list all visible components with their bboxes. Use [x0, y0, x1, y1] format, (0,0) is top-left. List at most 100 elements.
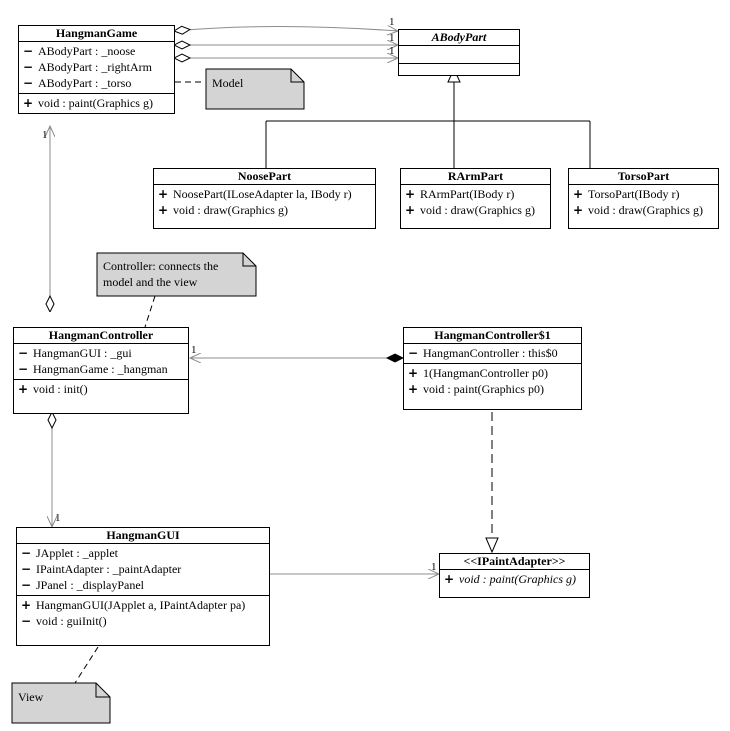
- public-icon: +: [444, 572, 455, 586]
- public-icon: +: [405, 187, 416, 201]
- method-text: void : paint(Graphics g): [459, 572, 576, 586]
- attributes-section: −HangmanGUI : _gui −HangmanGame : _hangm…: [14, 344, 188, 380]
- method-text: void : guiInit(): [36, 614, 107, 628]
- method-row: +NoosePart(ILoseAdapter la, IBody r): [154, 186, 375, 202]
- attribute-row: −HangmanController : this$0: [404, 345, 581, 361]
- multiplicity-game-noose: 1: [389, 16, 395, 28]
- attribute-text: HangmanController : this$0: [423, 346, 558, 360]
- attribute-text: IPaintAdapter : _paintAdapter: [36, 562, 182, 576]
- method-row: −void : guiInit(): [17, 613, 269, 629]
- public-icon: +: [573, 203, 584, 217]
- class-name: HangmanController: [14, 328, 188, 344]
- public-icon: +: [21, 598, 32, 612]
- interface-ipaint-adapter[interactable]: <<IPaintAdapter>> + void : paint(Graphics…: [439, 553, 590, 598]
- interface-name: <<IPaintAdapter>>: [440, 554, 589, 570]
- private-icon: −: [408, 346, 419, 360]
- method-text: TorsoPart(IBody r): [588, 187, 680, 201]
- attribute-text: HangmanGame : _hangman: [33, 362, 168, 376]
- method-row: +void : draw(Graphics g): [569, 202, 718, 218]
- methods-section: +RArmPart(IBody r) +void : draw(Graphics…: [401, 185, 550, 228]
- controller-note-line-2: model and the view: [103, 275, 198, 289]
- class-abody-part[interactable]: ABodyPart: [398, 29, 520, 76]
- attribute-row: −JApplet : _applet: [17, 545, 269, 561]
- method-row: + TorsoPart(IBody r): [569, 186, 718, 202]
- realization-controller1-to-adapter: [485, 412, 499, 554]
- attribute-row: −HangmanGUI : _gui: [14, 345, 188, 361]
- attributes-section: −JApplet : _applet −IPaintAdapter : _pai…: [17, 544, 269, 596]
- class-torso-part[interactable]: TorsoPart + TorsoPart(IBody r) +void : dr…: [568, 168, 719, 229]
- controller-note-shape: [96, 252, 257, 297]
- method-row: + void : init(): [14, 381, 188, 397]
- controller-note-link: [144, 295, 156, 328]
- private-icon: −: [23, 76, 34, 90]
- method-text: void : draw(Graphics g): [420, 203, 535, 217]
- public-icon: +: [573, 187, 584, 201]
- attributes-section: [399, 46, 519, 64]
- method-row: +RArmPart(IBody r): [401, 186, 550, 202]
- method-text: 1(HangmanController p0): [423, 366, 548, 380]
- class-name: HangmanController$1: [404, 328, 581, 344]
- class-name: NoosePart: [154, 169, 375, 185]
- private-icon: −: [18, 346, 29, 360]
- private-icon: −: [23, 44, 34, 58]
- methods-section: + TorsoPart(IBody r) +void : draw(Graphic…: [569, 185, 718, 228]
- association-game-to-bodypart: [174, 27, 398, 59]
- class-hangman-controller[interactable]: HangmanController −HangmanGUI : _gui −Ha…: [13, 327, 189, 414]
- private-icon: −: [23, 60, 34, 74]
- controller-note-line-1: Controller: connects the: [103, 259, 219, 273]
- private-icon: −: [21, 578, 32, 592]
- controller-note: Controller: connects the model and the v…: [97, 255, 247, 293]
- class-hangman-gui[interactable]: HangmanGUI −JApplet : _applet −IPaintAda…: [16, 527, 270, 646]
- model-note: Model: [206, 72, 292, 94]
- public-icon: +: [158, 187, 169, 201]
- generalization-tree: [265, 67, 591, 168]
- private-icon: −: [21, 614, 32, 628]
- methods-section: +1(HangmanController p0) +void : paint(G…: [404, 364, 581, 409]
- method-text: void : init(): [33, 382, 88, 396]
- attribute-row: −ABodyPart : _torso: [19, 75, 174, 91]
- private-icon: −: [18, 362, 29, 376]
- multiplicity-gui-adapter: 1: [431, 561, 437, 573]
- model-note-shape: [205, 68, 305, 110]
- method-text: void : paint(Graphics g): [38, 96, 153, 110]
- class-name: ABodyPart: [399, 30, 519, 46]
- private-icon: −: [21, 546, 32, 560]
- methods-section: +void : paint(Graphics g): [19, 94, 174, 113]
- multiplicity-game-rightarm: 1: [389, 32, 395, 44]
- view-note-fold: [95, 683, 110, 698]
- multiplicity-controller1-controller: 1: [191, 344, 197, 356]
- class-name: HangmanGame: [19, 26, 174, 42]
- attribute-text: ABodyPart : _rightArm: [38, 60, 152, 74]
- attribute-row: −ABodyPart : _noose: [19, 43, 174, 59]
- methods-section: + HangmanGUI(JApplet a, IPaintAdapter pa)…: [17, 596, 269, 645]
- class-hangman-game[interactable]: HangmanGame −ABodyPart : _noose −ABodyPa…: [18, 25, 175, 114]
- class-name: TorsoPart: [569, 169, 718, 185]
- method-row: +void : draw(Graphics g): [401, 202, 550, 218]
- public-icon: +: [18, 382, 29, 396]
- class-hangman-controller-1[interactable]: HangmanController$1 −HangmanController :…: [403, 327, 582, 410]
- class-name: RArmPart: [401, 169, 550, 185]
- public-icon: +: [408, 366, 419, 380]
- model-note-text: Model: [212, 76, 244, 90]
- methods-section: + void : init(): [14, 380, 188, 413]
- view-note-shape: [11, 682, 111, 724]
- multiplicity-game-torso: 1: [389, 45, 395, 57]
- model-note-fold: [290, 69, 304, 83]
- method-row: +1(HangmanController p0): [404, 365, 581, 381]
- method-row: +void : paint(Graphics g): [19, 95, 174, 111]
- attribute-row: −JPanel : _displayPanel: [17, 577, 269, 593]
- method-row: +void : draw(Graphics g): [154, 202, 375, 218]
- method-row: + void : paint(Graphics g): [440, 571, 589, 587]
- method-text: HangmanGUI(JApplet a, IPaintAdapter pa): [36, 598, 246, 612]
- method-row: + HangmanGUI(JApplet a, IPaintAdapter pa): [17, 597, 269, 613]
- attribute-text: ABodyPart : _noose: [38, 44, 136, 58]
- public-icon: +: [158, 203, 169, 217]
- class-rarm-part[interactable]: RArmPart +RArmPart(IBody r) +void : draw…: [400, 168, 551, 229]
- multiplicity-controller-game: 1: [42, 129, 48, 141]
- class-noose-part[interactable]: NoosePart +NoosePart(ILoseAdapter la, IB…: [153, 168, 376, 229]
- attributes-section: −ABodyPart : _noose −ABodyPart : _rightA…: [19, 42, 174, 94]
- attribute-row: −IPaintAdapter : _paintAdapter: [17, 561, 269, 577]
- methods-section: [399, 64, 519, 75]
- methods-section: + void : paint(Graphics g): [440, 570, 589, 597]
- controller-note-fold: [242, 253, 256, 267]
